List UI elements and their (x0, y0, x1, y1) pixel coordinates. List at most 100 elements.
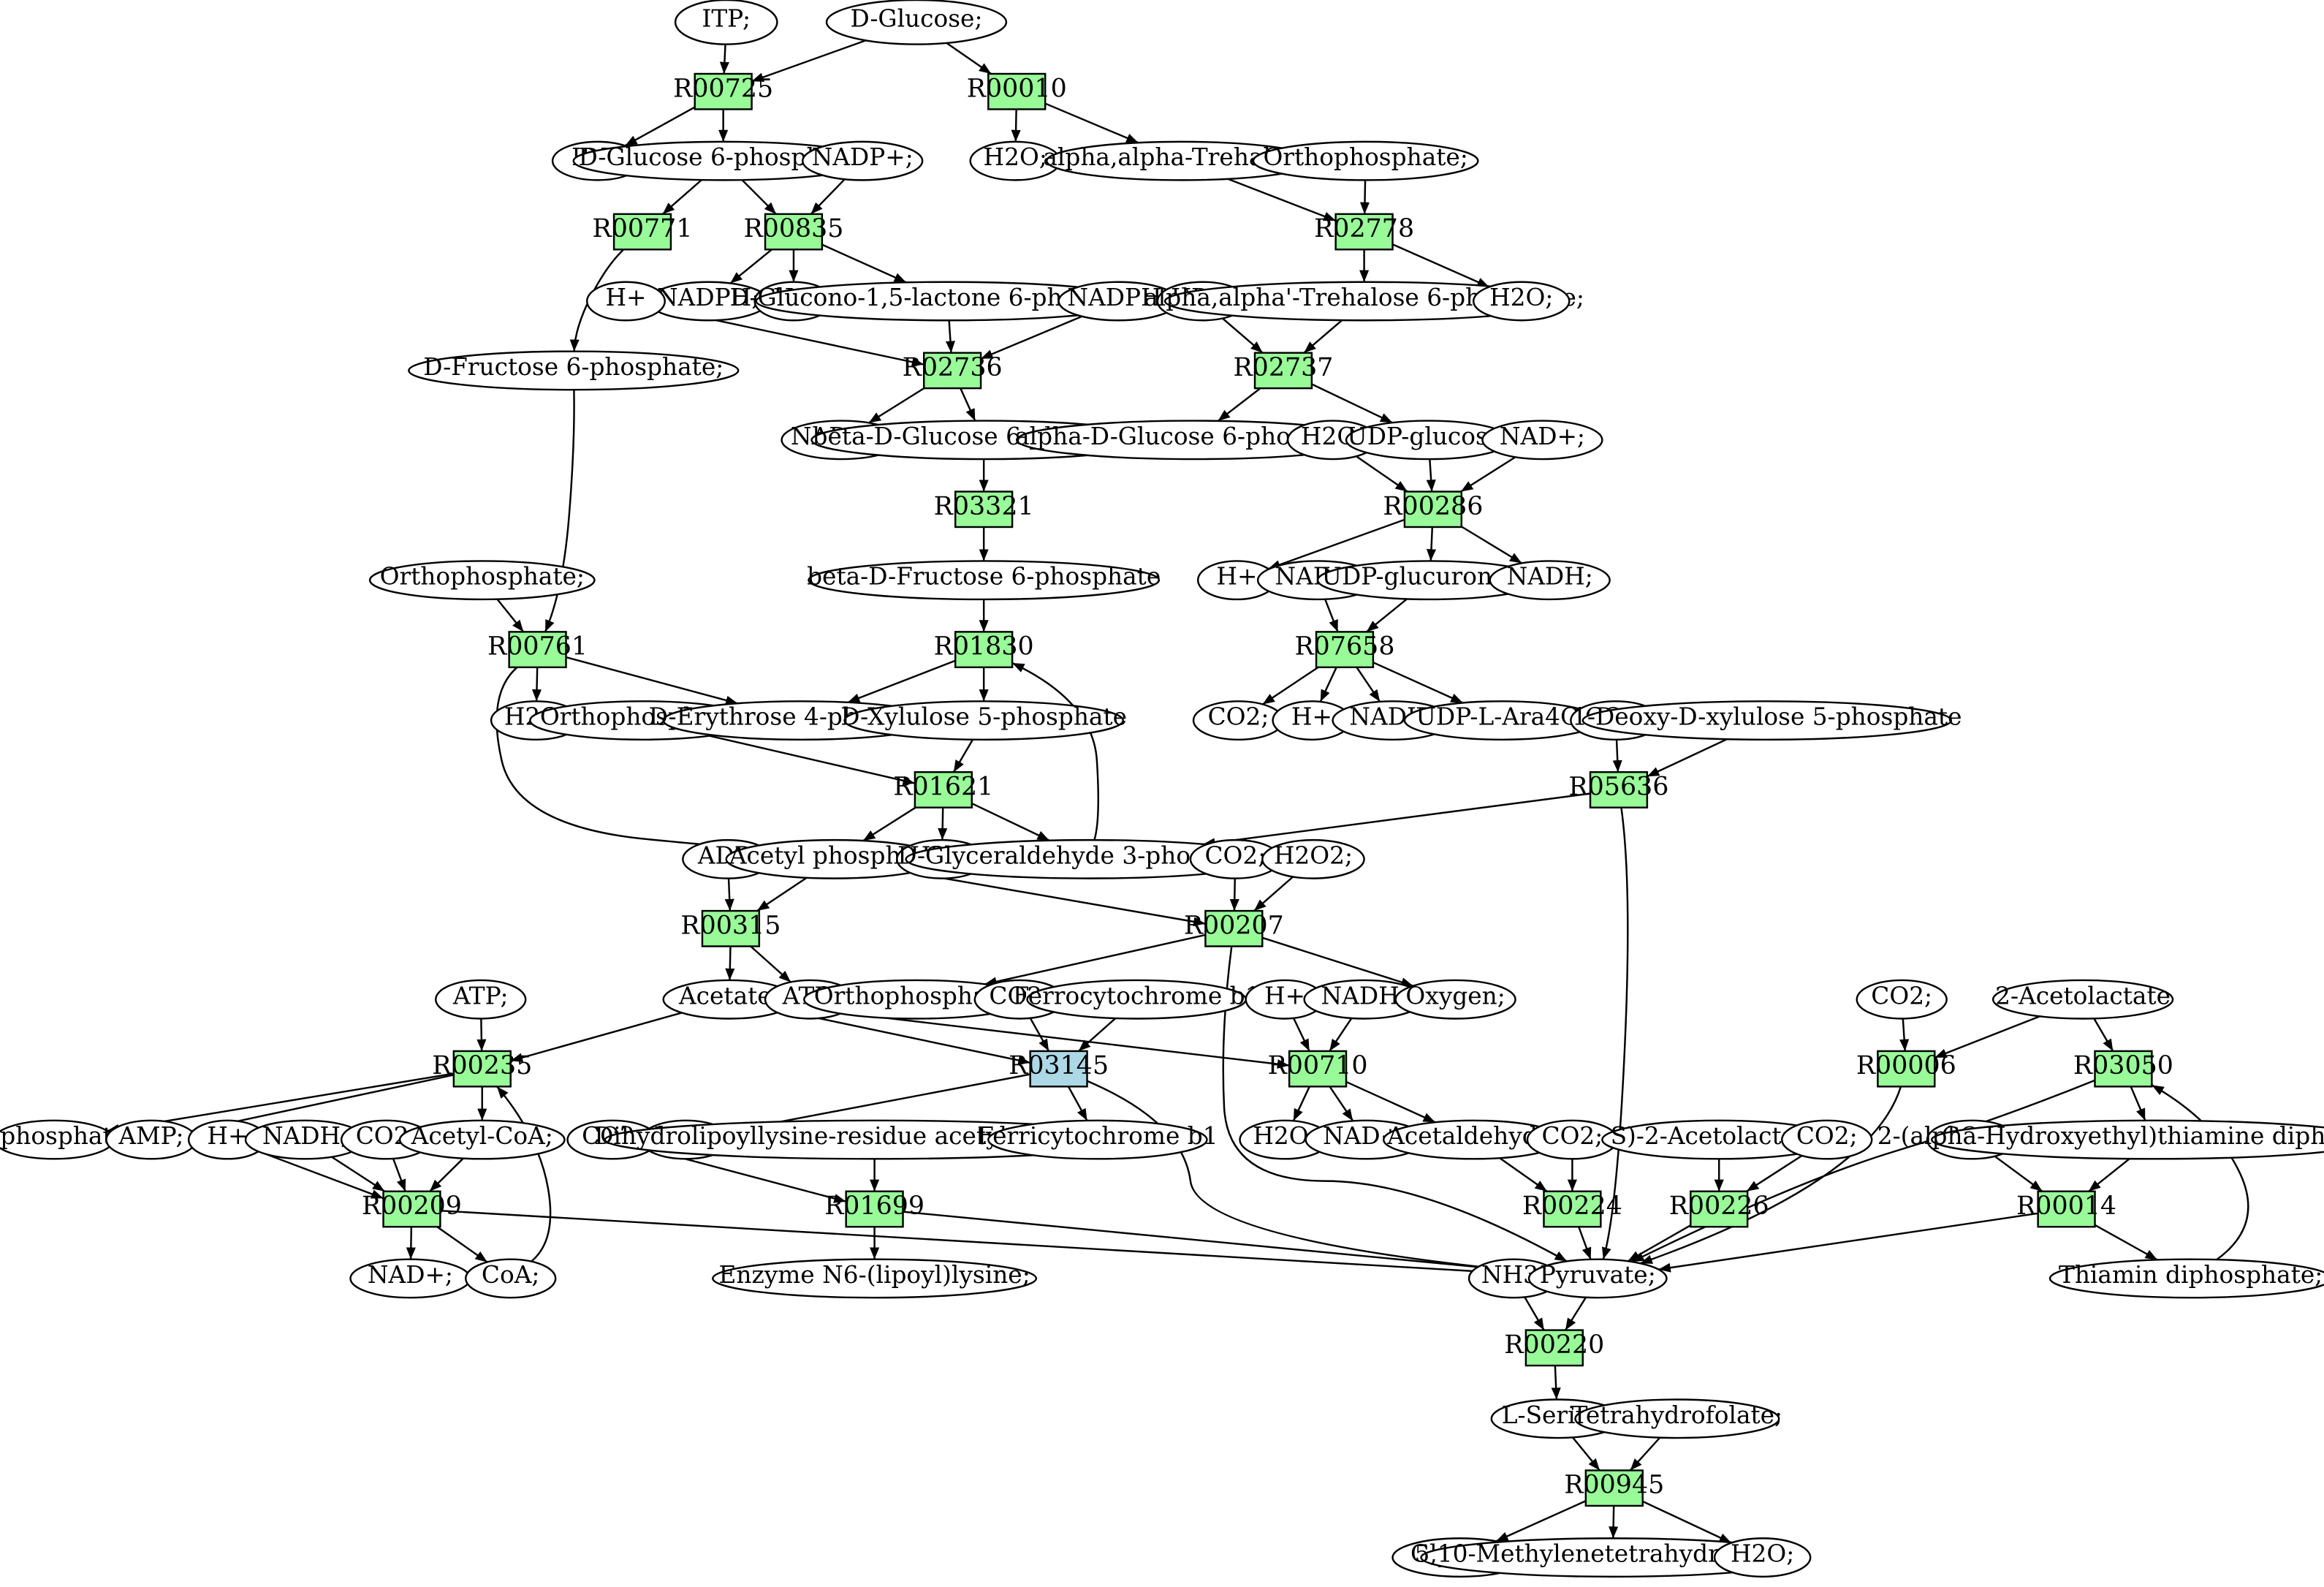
compound-node-c_h2o_a[interactable]: H2O; (969, 140, 1061, 181)
compound-node-c_tdp[interactable]: Thiamin diphosphate; (2048, 1258, 2324, 1299)
compound-node-c_acetolactate[interactable]: 2-Acetolactate (1991, 979, 2174, 1020)
edge-c_trehalose-to-r02778 (1227, 178, 1337, 222)
compound-node-c_g3p[interactable]: D-Glyceraldehyde 3-phosphate; (897, 838, 1280, 879)
edge-c_serine-to-r00945 (1571, 1436, 1600, 1472)
edge-r01830-to-c_e4p (847, 659, 956, 704)
reaction-node-r07658[interactable]: R07658 (1294, 631, 1394, 669)
compound-node-c_acp[interactable]: Acetyl phosphate (725, 838, 943, 879)
compound-node-c_x5p[interactable]: D-Xylulose 5-phosphate (840, 700, 1127, 741)
edge-r00710-to-c_acetald (1345, 1080, 1436, 1124)
reaction-node-r00315[interactable]: R00315 (680, 909, 781, 947)
compound-node-c_itp[interactable]: ITP; (674, 0, 778, 45)
compound-node-c_ortho1[interactable]: Orthophosphate; (1252, 140, 1479, 181)
reaction-node-r00010[interactable]: R00010 (967, 72, 1067, 110)
reaction-node-r00771[interactable]: R00771 (592, 213, 693, 251)
compound-node-c_h_c[interactable]: H+ (1196, 560, 1277, 601)
compound-node-c_co2_e[interactable]: CO2; (1856, 979, 1948, 1020)
compound-label: beta-D-Fructose 6-phosphate (807, 563, 1161, 591)
compound-node-c_thf[interactable]: Tetrahydrofolate; (1572, 1398, 1783, 1439)
compound-label: NADPH; (1067, 284, 1169, 311)
reaction-node-r02737[interactable]: R02737 (1233, 352, 1333, 390)
reaction-node-r00235[interactable]: R00235 (432, 1050, 532, 1088)
compound-node-c_co2_c[interactable]: CO2; (1189, 838, 1282, 879)
compound-node-c_oxygen[interactable]: Oxygen; (1394, 979, 1516, 1020)
reaction-node-r00725[interactable]: R00725 (673, 72, 773, 110)
reaction-node-r00226[interactable]: R00226 (1669, 1190, 1769, 1228)
compound-node-c_co2_a[interactable]: CO2; (1192, 700, 1285, 741)
compound-node-c_amp[interactable]: AMP; (105, 1119, 197, 1160)
reaction-node-r03321[interactable]: R03321 (934, 491, 1034, 529)
reaction-node-r00006[interactable]: R00006 (1856, 1050, 1956, 1088)
reaction-box (1690, 1190, 1749, 1228)
compound-ellipse (987, 1119, 1208, 1160)
reaction-node-r00220[interactable]: R00220 (1504, 1329, 1604, 1367)
reaction-node-r00945[interactable]: R00945 (1564, 1469, 1664, 1507)
edge-r00014-to-c_pyruvate (1658, 1212, 2038, 1273)
compound-node-c_nadh4[interactable]: NADH; (244, 1119, 367, 1160)
reaction-node-r00286[interactable]: R00286 (1383, 491, 1483, 529)
compound-node-c_nadh1[interactable]: NADH; (1489, 560, 1611, 601)
reaction-node-r01621[interactable]: R01621 (893, 771, 993, 808)
compound-node-c_h_d[interactable]: H+ (1272, 700, 1352, 741)
edge-r00286-to-c_h_c (1268, 518, 1405, 570)
edge-r00010-to-c_h2o_a (1011, 109, 1021, 142)
compound-node-c_co2_h[interactable]: CO2; (1526, 1119, 1619, 1160)
compound-node-c_bf6p[interactable]: beta-D-Fructose 6-phosphate (807, 560, 1161, 601)
compound-node-c_acetate[interactable]: Acetate; (662, 979, 797, 1020)
reaction-node-r01830[interactable]: R01830 (934, 631, 1034, 669)
compound-node-c_pyruvate[interactable]: Pyruvate; (1527, 1258, 1668, 1299)
reaction-node-r00835[interactable]: R00835 (743, 213, 843, 251)
compound-node-c_enzlip[interactable]: Enzyme N6-(lipoyl)lysine; (712, 1258, 1038, 1299)
reaction-node-r00207[interactable]: R00207 (1184, 909, 1284, 947)
reaction-node-r03050[interactable]: R03050 (2073, 1050, 2173, 1088)
compound-ellipse (368, 560, 596, 601)
reaction-box (845, 1190, 904, 1228)
reaction-node-r00014[interactable]: R00014 (2016, 1190, 2116, 1228)
reaction-node-r00710[interactable]: R00710 (1268, 1050, 1368, 1088)
compound-node-c_co2_i[interactable]: CO2; (1781, 1119, 1873, 1160)
edge-c_acetate-to-r03145 (782, 1010, 1030, 1065)
compound-node-c_nadp1[interactable]: NADP+; (802, 140, 924, 181)
reaction-node-r01699[interactable]: R01699 (824, 1190, 924, 1228)
reaction-node-r02736[interactable]: R02736 (903, 352, 1003, 390)
reaction-node-r02778[interactable]: R02778 (1314, 213, 1414, 251)
reaction-node-r00224[interactable]: R00224 (1522, 1190, 1622, 1228)
compound-node-c_h_e[interactable]: H+ (1245, 979, 1325, 1020)
compound-node-c_h_f[interactable]: H+ (187, 1119, 267, 1160)
edge-c_udp-to-r02737 (1221, 317, 1264, 354)
compound-node-c_ortho2[interactable]: Orthophosphate; (368, 560, 596, 601)
compound-node-c_h2o_h[interactable]: H2O; (1713, 1537, 1812, 1578)
compound-node-c_udpara[interactable]: UDP-L-Ara4O; (1403, 700, 1600, 741)
compound-node-c_h_b[interactable]: H+ (585, 281, 666, 322)
compound-node-c_f6p[interactable]: D-Fructose 6-phosphate; (408, 350, 740, 391)
compound-node-c_nadph2[interactable]: NADPH; (1057, 281, 1180, 322)
compound-node-c_h2o_g[interactable]: H2O; (1239, 1119, 1331, 1160)
compound-node-c_dxp[interactable]: 1-Deoxy-D-xylulose 5-phosphate (1572, 700, 1962, 741)
reaction-node-r00209[interactable]: R00209 (362, 1190, 462, 1228)
compound-label: D-Glucose; (850, 5, 982, 33)
compound-node-c_acoa[interactable]: Acetyl-CoA; (398, 1119, 566, 1160)
edge-c_g6p-to-r00835 (741, 179, 777, 215)
compound-node-c_nad1[interactable]: NAD+; (1481, 420, 1603, 461)
edge-c_acetolactate-to-r00006 (1934, 1015, 2040, 1058)
reaction-box (1334, 213, 1394, 251)
compound-node-c_atp1[interactable]: ATP; (435, 979, 527, 1020)
reaction-box (914, 771, 973, 808)
reaction-node-r05636[interactable]: R05636 (1568, 771, 1668, 808)
compound-node-c_nad4[interactable]: NAD+; (349, 1258, 471, 1299)
compound-node-c_h2o_b[interactable]: H2O; (1472, 281, 1571, 322)
edge-r07658-to-c_h_d (1319, 667, 1337, 702)
compound-node-c_ferri[interactable]: Ferricytochrome b1 (977, 1119, 1218, 1160)
edge-r00315-to-c_atp2 (750, 945, 791, 983)
compound-node-c_h2o2[interactable]: H2O2; (1261, 838, 1365, 879)
compound-ellipse (1489, 560, 1611, 601)
compound-node-c_hethdp[interactable]: 2-(alpha-Hydroxyethyl)thiamine diphospha… (1877, 1119, 2324, 1160)
reaction-label: R01621 (893, 773, 993, 802)
compound-node-c_coa[interactable]: CoA; (465, 1258, 557, 1299)
reaction-node-r00761[interactable]: R00761 (487, 631, 588, 669)
edge-r00224-to-c_pyruvate (1578, 1226, 1592, 1260)
compound-node-c_glucose[interactable]: D-Glucose; (825, 0, 1008, 45)
reaction-node-r03145[interactable]: R03145 (1009, 1050, 1109, 1088)
compound-node-c_nadph1[interactable]: NADPH; (647, 281, 770, 322)
